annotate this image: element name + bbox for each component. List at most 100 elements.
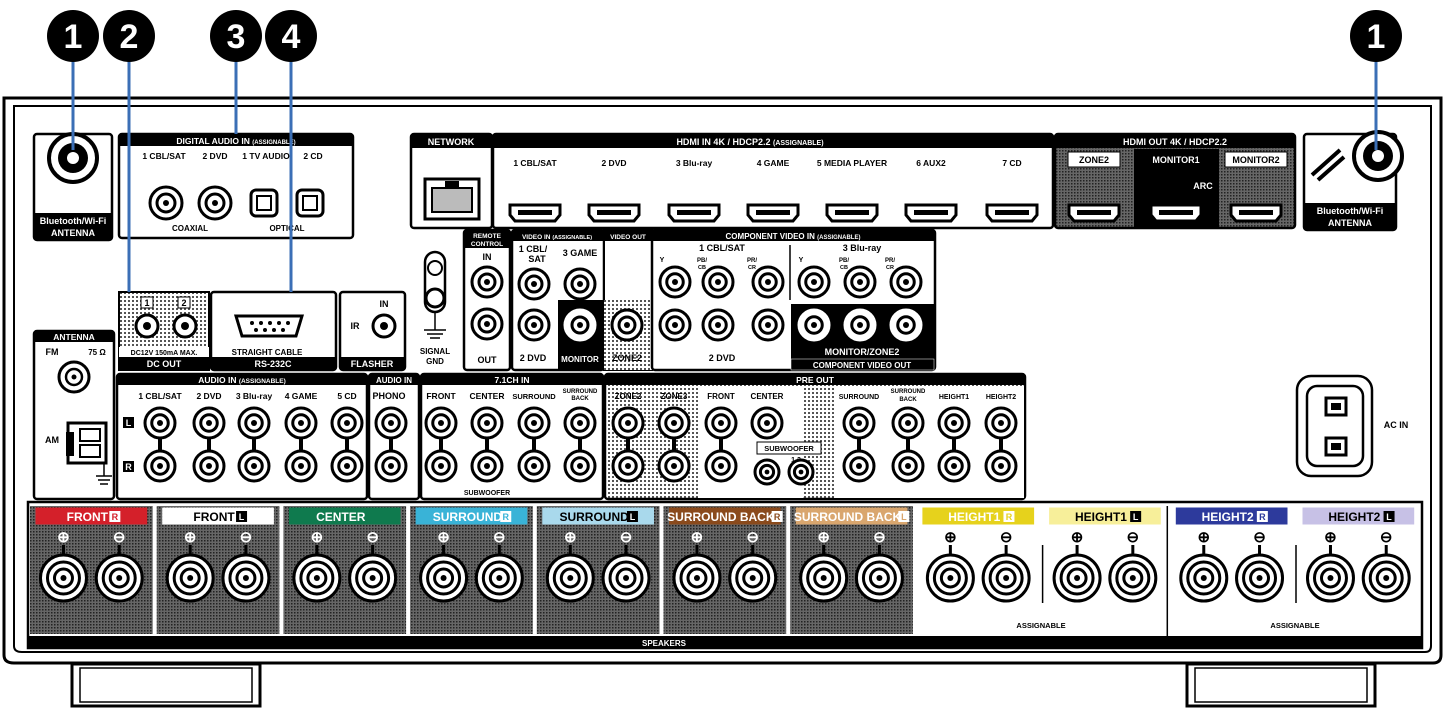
video-out-monitor-jack[interactable]	[563, 308, 597, 342]
audio-in-l-jack-4[interactable]	[284, 406, 318, 440]
pre-out-bottom-jack-1[interactable]	[611, 449, 645, 483]
speaker-binding-post-minus[interactable]	[1235, 545, 1285, 603]
ch71-top-jack-4[interactable]	[563, 406, 597, 440]
speaker-binding-post-plus[interactable]	[419, 545, 469, 603]
dc-out-jack-1[interactable]	[134, 313, 160, 339]
hdmi-in-port-2[interactable]	[587, 203, 641, 223]
speaker-binding-post-plus[interactable]	[1305, 545, 1355, 603]
speaker-binding-post-plus[interactable]	[799, 545, 849, 603]
ch71-top-jack-2[interactable]	[470, 406, 504, 440]
ch71-bottom-jack-2[interactable]	[470, 449, 504, 483]
speaker-binding-post-plus[interactable]	[1052, 545, 1102, 603]
pre-out-subwoofer-jack-1[interactable]	[753, 458, 781, 486]
dc-out-jack-2[interactable]	[172, 313, 198, 339]
speaker-binding-post-minus[interactable]	[348, 545, 398, 603]
audio-in-r-jack-5[interactable]	[330, 449, 364, 483]
video-in-jack-cbl[interactable]	[517, 267, 551, 301]
audio-in-l-jack-3[interactable]	[237, 406, 271, 440]
optical-jack-2[interactable]	[295, 188, 325, 218]
bt-antenna-right[interactable]: Bluetooth/Wi-Fi ANTENNA	[1302, 130, 1404, 232]
component-in-bluray-jack-1[interactable]	[797, 265, 831, 299]
hdmi-in-port-7[interactable]	[985, 203, 1039, 223]
coaxial-jack-1[interactable]	[148, 185, 184, 221]
ch71-top-jack-3[interactable]	[517, 406, 551, 440]
speaker-binding-post-minus[interactable]	[221, 545, 271, 603]
hdmi-in-port-4[interactable]	[746, 203, 800, 223]
pre-out-bottom-jack-5[interactable]	[891, 449, 925, 483]
audio-in-l-jack-2[interactable]	[192, 406, 226, 440]
ch71-top-jack-1[interactable]	[424, 406, 458, 440]
component-in-dvd-jack-1[interactable]	[658, 308, 692, 342]
pre-out-bottom-jack-6[interactable]	[937, 449, 971, 483]
component-in-cbl-jack-1[interactable]	[658, 265, 692, 299]
component-in-cbl-jack-3[interactable]	[751, 265, 785, 299]
audio-in-l-jack-1[interactable]	[143, 406, 177, 440]
hdmi-out-port-1[interactable]	[1067, 203, 1121, 223]
hdmi-in-port-6[interactable]	[904, 203, 958, 223]
video-in-jack-game[interactable]	[563, 267, 597, 301]
am-terminal[interactable]	[66, 421, 112, 485]
pre-out-center-jack[interactable]	[750, 406, 784, 440]
flasher-jack[interactable]	[371, 313, 397, 339]
audio-in-r-jack-1[interactable]	[143, 449, 177, 483]
hdmi-in-port-3[interactable]	[667, 203, 721, 223]
component-in-bluray-jack-3[interactable]	[889, 265, 923, 299]
pre-out-bottom-jack-3[interactable]	[704, 449, 738, 483]
speaker-binding-post-plus[interactable]	[545, 545, 595, 603]
speaker-binding-post-plus[interactable]	[292, 545, 342, 603]
speaker-binding-post-minus[interactable]	[981, 545, 1031, 603]
pre-out-top-jack-4[interactable]	[842, 406, 876, 440]
hdmi-out-port-2[interactable]	[1149, 203, 1203, 223]
phono-l-jack[interactable]	[374, 406, 408, 440]
speaker-binding-post-plus[interactable]	[38, 545, 88, 603]
remote-out-jack[interactable]	[470, 307, 504, 341]
component-out-jack-1[interactable]	[797, 308, 831, 342]
pre-out-top-jack-2[interactable]	[657, 406, 691, 440]
component-in-cbl-jack-2[interactable]	[701, 265, 735, 299]
pre-out-top-jack-6[interactable]	[937, 406, 971, 440]
pre-out-subwoofer-jack-2[interactable]	[787, 458, 815, 486]
component-out-jack-3[interactable]	[889, 308, 923, 342]
ch71-bottom-jack-4[interactable]	[563, 449, 597, 483]
speaker-binding-post-minus[interactable]	[94, 545, 144, 603]
speaker-binding-post-plus[interactable]	[925, 545, 975, 603]
audio-in-r-jack-2[interactable]	[192, 449, 226, 483]
pre-out-bottom-jack-7[interactable]	[984, 449, 1018, 483]
hdmi-in-port-1[interactable]	[508, 203, 562, 223]
optical-jack-1[interactable]	[249, 188, 279, 218]
audio-in-r-jack-3[interactable]	[237, 449, 271, 483]
speaker-binding-post-minus[interactable]	[601, 545, 651, 603]
component-in-dvd-jack-3[interactable]	[751, 308, 785, 342]
fm-jack[interactable]	[57, 360, 91, 394]
pre-out-top-jack-5[interactable]	[891, 406, 925, 440]
speaker-binding-post-plus[interactable]	[165, 545, 215, 603]
hdmi-out-port-3[interactable]	[1229, 203, 1283, 223]
signal-gnd[interactable]: SIGNAL GND	[420, 250, 450, 366]
pre-out-top-jack-1[interactable]	[611, 406, 645, 440]
ethernet-port[interactable]	[423, 177, 481, 221]
coaxial-jack-2[interactable]	[197, 185, 233, 221]
pre-out-top-jack-3[interactable]	[704, 406, 738, 440]
ch71-bottom-jack-1[interactable]	[424, 449, 458, 483]
component-in-dvd-jack-2[interactable]	[701, 308, 735, 342]
video-in-jack-dvd[interactable]	[517, 308, 551, 342]
phono-r-jack[interactable]	[374, 449, 408, 483]
speaker-binding-post-plus[interactable]	[1179, 545, 1229, 603]
ch71-bottom-jack-3[interactable]	[517, 449, 551, 483]
remote-in-jack[interactable]	[470, 265, 504, 299]
pre-out-bottom-jack-2[interactable]	[657, 449, 691, 483]
speaker-binding-post-minus[interactable]	[1361, 545, 1411, 603]
rs232c-port[interactable]	[233, 314, 305, 338]
speaker-binding-post-minus[interactable]	[728, 545, 778, 603]
speaker-binding-post-minus[interactable]	[854, 545, 904, 603]
pre-out-bottom-jack-4[interactable]	[842, 449, 876, 483]
audio-in-l-jack-5[interactable]	[330, 406, 364, 440]
component-in-bluray-jack-2[interactable]	[843, 265, 877, 299]
speaker-binding-post-minus[interactable]	[474, 545, 524, 603]
speaker-binding-post-minus[interactable]	[1108, 545, 1158, 603]
ac-inlet[interactable]	[1295, 374, 1374, 478]
speaker-binding-post-plus[interactable]	[672, 545, 722, 603]
hdmi-in-port-5[interactable]	[825, 203, 879, 223]
pre-out-top-jack-7[interactable]	[984, 406, 1018, 440]
component-out-jack-2[interactable]	[843, 308, 877, 342]
